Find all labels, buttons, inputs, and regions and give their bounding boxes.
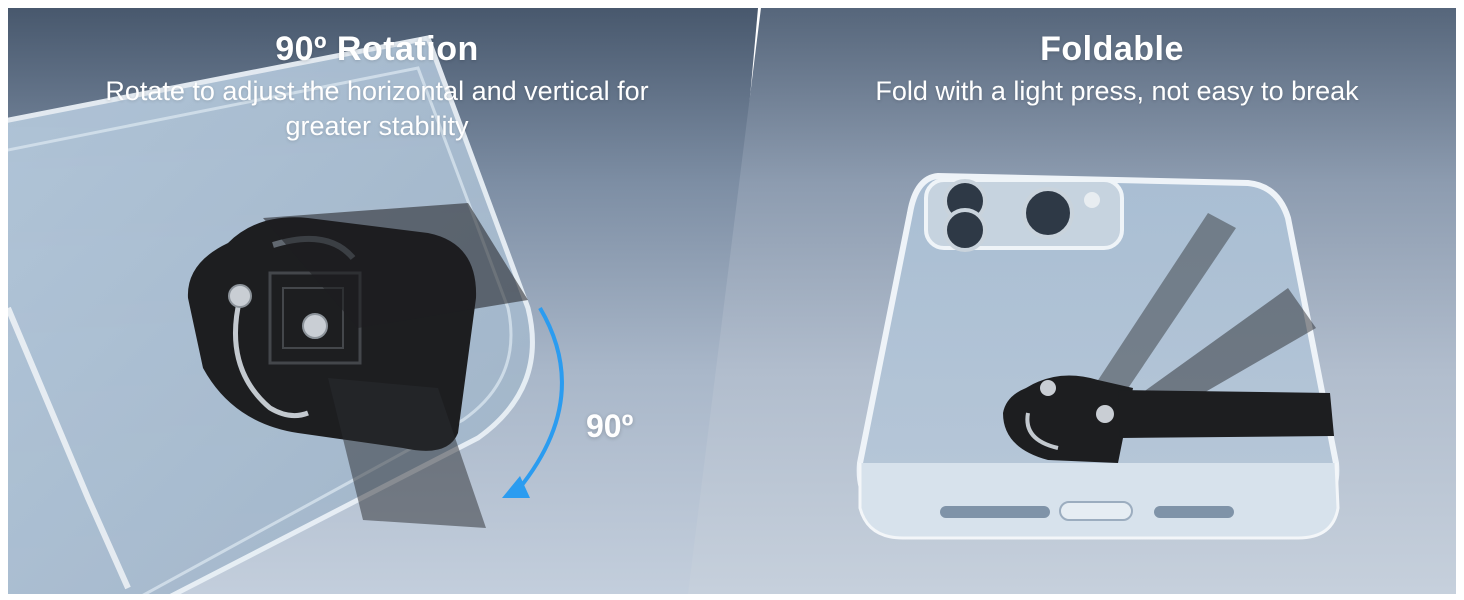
curved-arrow-icon	[516, 306, 564, 492]
rotation-panel: 90º Rotation Rotate to adjust the horizo…	[8, 8, 758, 594]
foldable-description: Fold with a light press, not easy to bre…	[875, 76, 1359, 106]
rotation-description: Rotate to adjust the horizontal and vert…	[105, 76, 649, 141]
foldable-title: Foldable	[1040, 30, 1184, 68]
rotation-title: 90º Rotation	[275, 30, 479, 68]
rotation-product-image	[8, 35, 564, 594]
rotation-angle-label: 90º	[586, 408, 634, 444]
foldable-panel: Foldable Fold with a light press, not ea…	[688, 8, 1456, 594]
foldable-product-image	[856, 172, 1340, 540]
